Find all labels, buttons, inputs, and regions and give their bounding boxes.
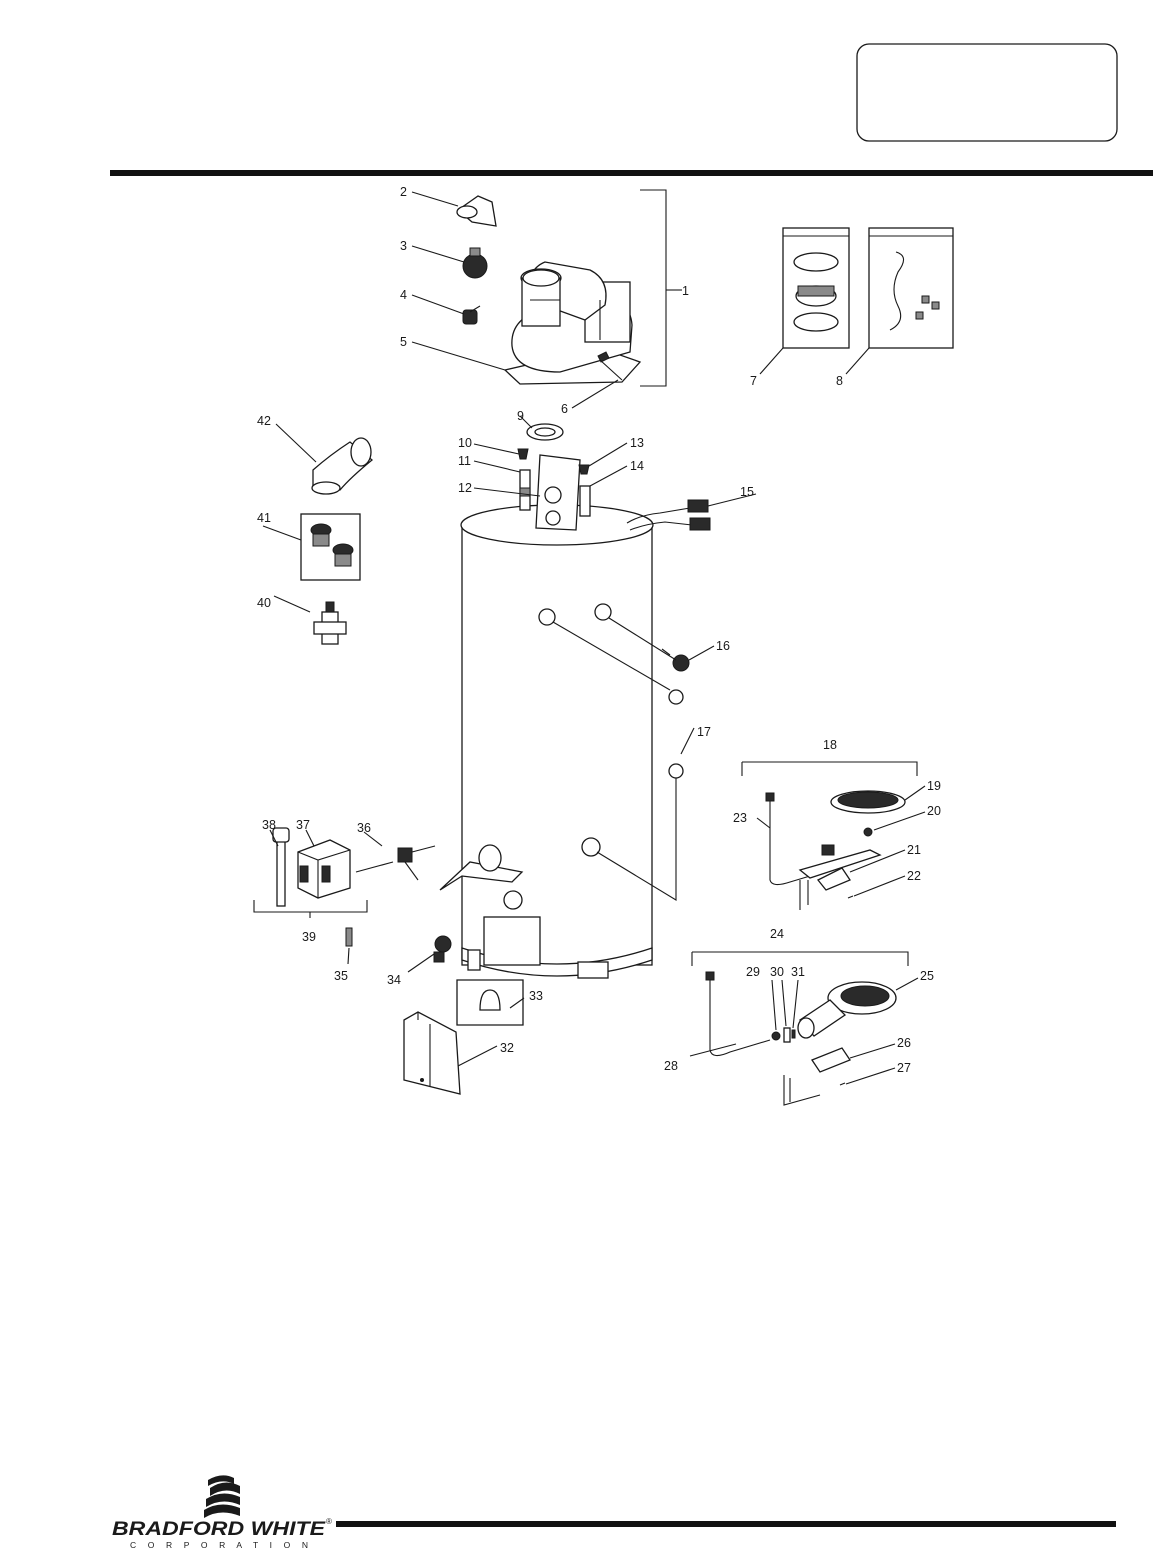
footer-rule xyxy=(336,1521,1116,1527)
callout-38: 38 xyxy=(262,818,276,832)
vent-adapter xyxy=(456,195,497,227)
callout-28: 28 xyxy=(664,1059,678,1073)
vent-elbow xyxy=(311,437,374,495)
logo-brand-text: BRADFORD WHITE xyxy=(112,1519,327,1540)
hose-kit xyxy=(868,227,954,349)
callout-8: 8 xyxy=(836,374,843,388)
callout-37: 37 xyxy=(296,818,310,832)
logo-emblem-icon xyxy=(204,1475,240,1518)
callout-34: 34 xyxy=(387,973,401,987)
callout-3: 3 xyxy=(400,239,407,253)
damper xyxy=(462,247,488,279)
callout-7: 7 xyxy=(750,374,757,388)
leader-lines xyxy=(262,191,926,1085)
pressure-switch xyxy=(462,305,481,325)
callout-27: 27 xyxy=(897,1061,911,1075)
callout-numbers: 1 2 3 4 5 6 7 8 9 10 11 12 13 14 15 16 1… xyxy=(257,185,941,1075)
callout-35: 35 xyxy=(334,969,348,983)
callout-23: 23 xyxy=(733,811,747,825)
callout-22: 22 xyxy=(907,869,921,883)
gasket-kit xyxy=(782,227,850,349)
callout-17: 17 xyxy=(697,725,711,739)
drain-valve xyxy=(433,935,452,963)
callout-19: 19 xyxy=(927,779,941,793)
callout-25: 25 xyxy=(920,969,934,983)
callout-10: 10 xyxy=(458,436,472,450)
callout-21: 21 xyxy=(907,843,921,857)
gas-control-assembly xyxy=(253,827,394,947)
callout-6: 6 xyxy=(561,402,568,416)
callout-11: 11 xyxy=(458,454,471,468)
callout-31: 31 xyxy=(791,965,805,979)
callout-41: 41 xyxy=(257,511,271,525)
callout-29: 29 xyxy=(746,965,760,979)
callout-5: 5 xyxy=(400,335,407,349)
callout-4: 4 xyxy=(400,288,407,302)
callout-40: 40 xyxy=(257,596,271,610)
logo-corporation-text: C O R P O R A T I O N xyxy=(130,1540,308,1550)
logo-registered-mark: ® xyxy=(326,1517,332,1526)
burner-assembly-a xyxy=(741,761,918,910)
burner-assembly-b xyxy=(691,951,909,1106)
callout-32: 32 xyxy=(500,1041,514,1055)
relief-valve xyxy=(661,648,690,672)
callout-42: 42 xyxy=(257,414,271,428)
callout-30: 30 xyxy=(770,965,784,979)
top-fittings xyxy=(517,423,711,531)
callout-18: 18 xyxy=(823,738,837,752)
outer-door xyxy=(403,1011,461,1095)
callout-15: 15 xyxy=(740,485,754,499)
mixing-valve xyxy=(313,601,347,645)
thermostat-probe xyxy=(397,845,436,881)
callout-9: 9 xyxy=(517,409,524,423)
callout-39: 39 xyxy=(302,930,316,944)
callout-2: 2 xyxy=(400,185,407,199)
callout-26: 26 xyxy=(897,1036,911,1050)
header-info-box xyxy=(856,43,1118,142)
callout-33: 33 xyxy=(529,989,543,1003)
callout-36: 36 xyxy=(357,821,371,835)
callout-24: 24 xyxy=(770,927,784,941)
callout-1: 1 xyxy=(682,284,689,298)
inner-door xyxy=(456,979,524,1026)
bradford-white-logo: BRADFORD WHITE ® C O R P O R A T I O N xyxy=(112,1475,332,1550)
callout-12: 12 xyxy=(458,481,472,495)
header-rule xyxy=(110,170,1153,176)
callout-13: 13 xyxy=(630,436,644,450)
vent-termination-kit xyxy=(300,513,361,581)
blower-assembly xyxy=(503,189,667,387)
callout-14: 14 xyxy=(630,459,644,473)
callout-20: 20 xyxy=(927,804,941,818)
callout-16: 16 xyxy=(716,639,730,653)
pipe-plugs xyxy=(668,689,684,779)
water-heater-tank xyxy=(439,504,654,979)
